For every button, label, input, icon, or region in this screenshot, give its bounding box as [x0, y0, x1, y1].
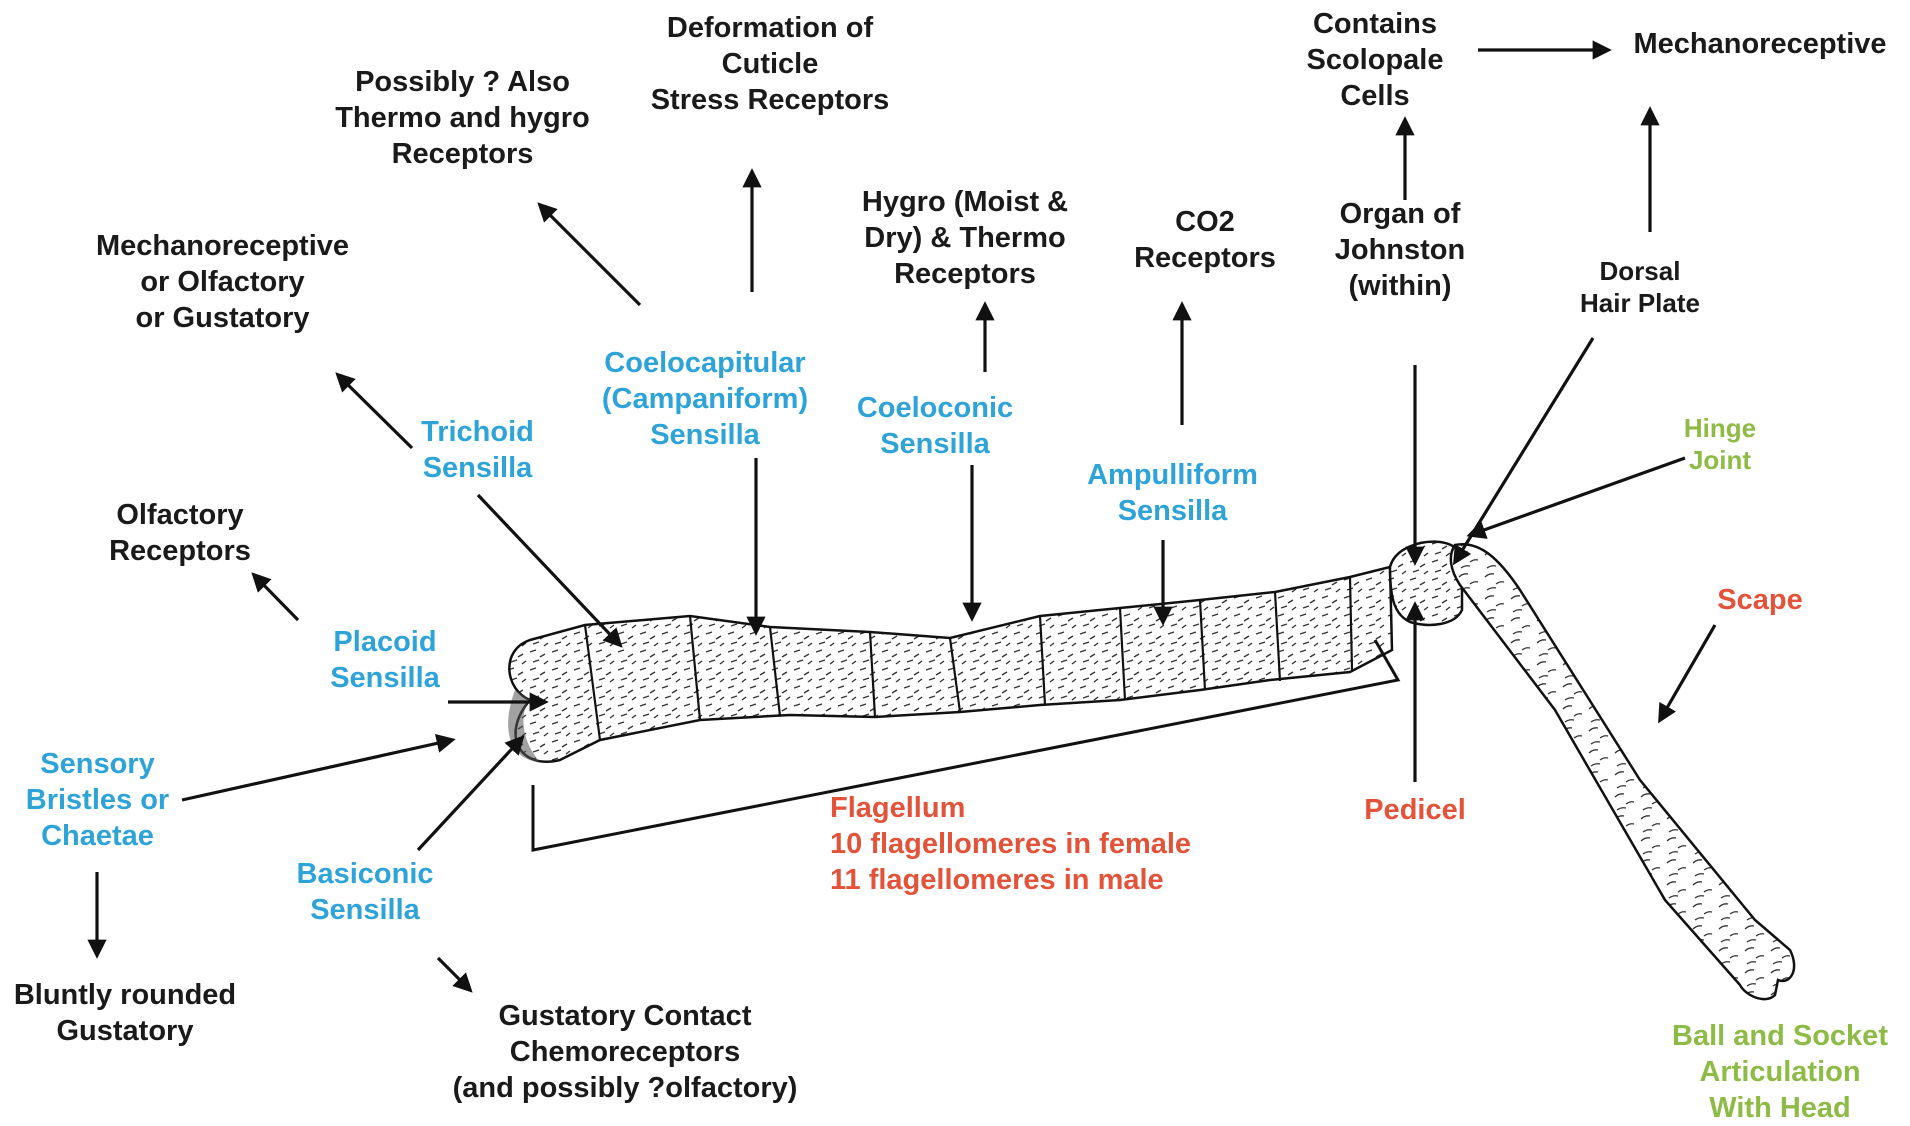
label-mechanoreceptive: Mechanoreceptive: [1615, 26, 1905, 62]
label-scape: Scape: [1700, 582, 1820, 618]
label-coeloconic-sensilla: Coeloconic Sensilla: [840, 390, 1030, 462]
label-sensory-bristles: Sensory Bristles or Chaetae: [10, 746, 185, 854]
label-gustatory-contact: Gustatory Contact Chemoreceptors (and po…: [440, 998, 810, 1106]
label-flagellum: Flagellum 10 flagellomeres in female 11 …: [830, 790, 1250, 898]
flagellum-drawing: [508, 567, 1392, 762]
label-organ-of-johnston: Organ of Johnston (within): [1310, 196, 1490, 304]
label-pedicel: Pedicel: [1340, 792, 1490, 828]
label-hygro-thermo: Hygro (Moist & Dry) & Thermo Receptors: [845, 184, 1085, 292]
label-placoid-sensilla: Placoid Sensilla: [310, 624, 460, 696]
label-contains-scolopale: Contains Scolopale Cells: [1290, 6, 1460, 114]
label-possibly-thermo-hygro: Possibly ? Also Thermo and hygro Recepto…: [320, 64, 605, 172]
label-ampulliform-sensilla: Ampulliform Sensilla: [1065, 457, 1280, 529]
label-trichoid-sensilla: Trichoid Sensilla: [400, 414, 555, 486]
label-mech-olf-gust: Mechanoreceptive or Olfactory or Gustato…: [75, 228, 370, 336]
label-ball-socket: Ball and Socket Articulation With Head: [1655, 1018, 1905, 1126]
label-basiconic-sensilla: Basiconic Sensilla: [280, 856, 450, 928]
label-olfactory-receptors: Olfactory Receptors: [85, 497, 275, 569]
label-coelocapitular-sensilla: Coelocapitular (Campaniform) Sensilla: [580, 345, 830, 453]
label-bluntly-rounded: Bluntly rounded Gustatory: [0, 977, 250, 1049]
label-hinge-joint: Hinge Joint: [1665, 412, 1775, 476]
label-dorsal-hair-plate: Dorsal Hair Plate: [1555, 255, 1725, 319]
label-deformation-stress: Deformation of Cuticle Stress Receptors: [635, 10, 905, 118]
label-co2: CO2 Receptors: [1120, 204, 1290, 276]
